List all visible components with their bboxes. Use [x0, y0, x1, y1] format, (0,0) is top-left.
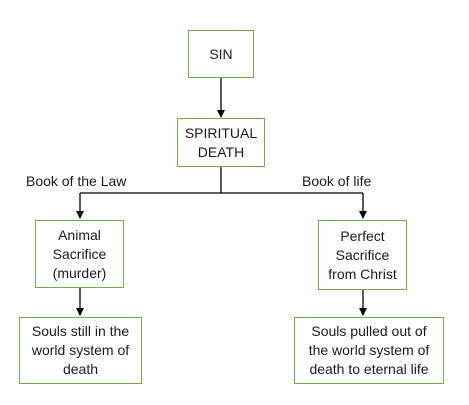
node-spiritual-death: SPIRITUAL DEATH: [177, 118, 265, 167]
node-souls-pulled: Souls pulled out of the world system of …: [294, 317, 444, 384]
node-animal-sacrifice: Animal Sacrifice (murder): [35, 220, 124, 288]
node-perfect-sacrifice: Perfect Sacrifice from Christ: [318, 220, 407, 290]
branch-label-book-of-life: Book of life: [302, 173, 372, 189]
node-souls-still: Souls still in the world system of death: [19, 317, 142, 384]
branch-label-book-of-the-law: Book of the Law: [26, 173, 127, 189]
node-sin: SIN: [188, 30, 254, 78]
